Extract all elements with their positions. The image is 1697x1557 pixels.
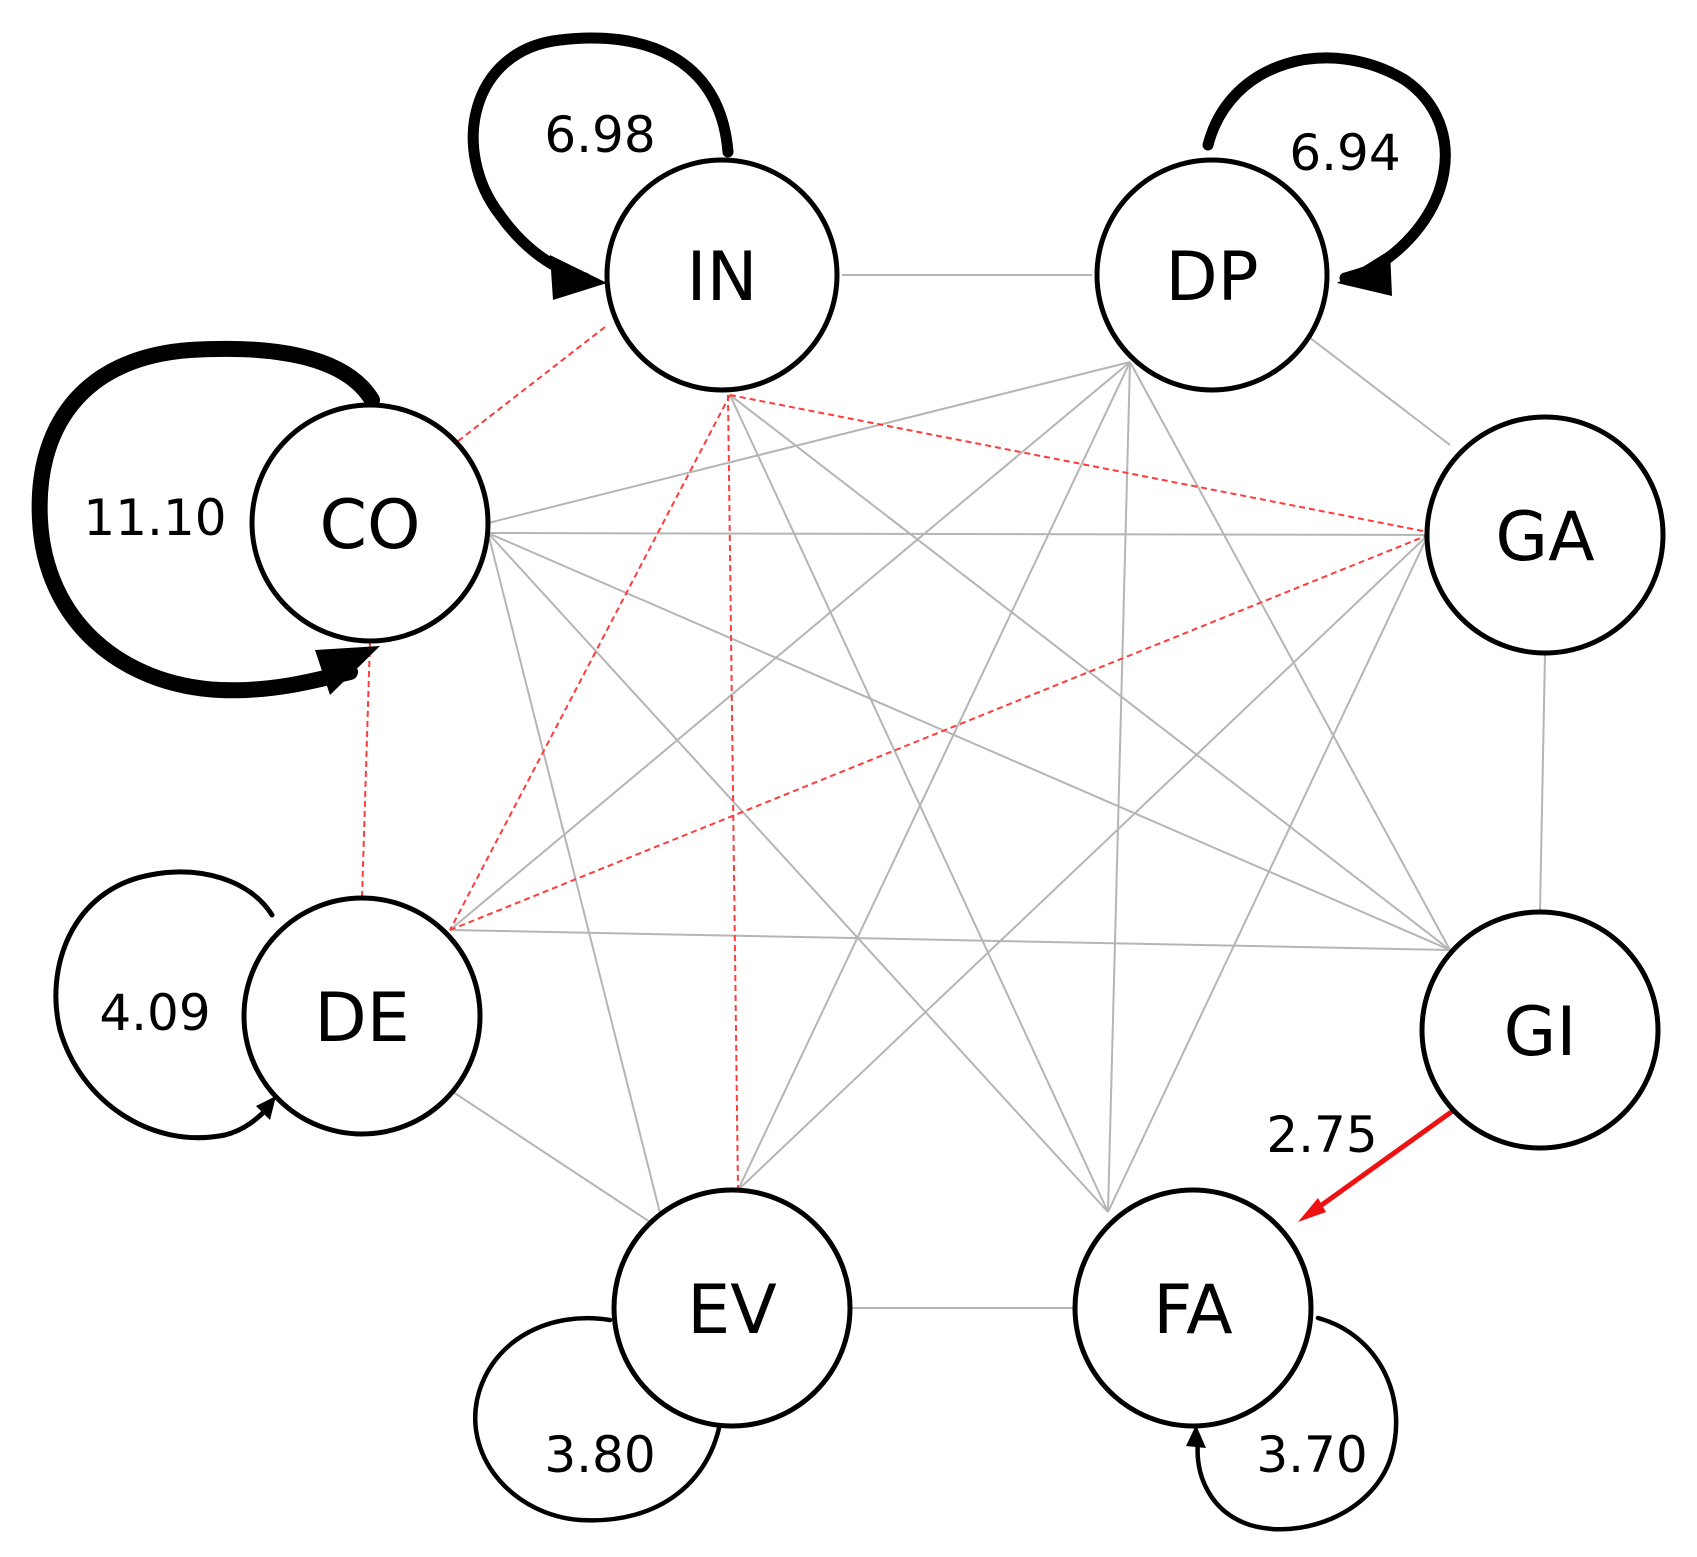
edge-co-ev: [487, 532, 661, 1214]
node-de[interactable]: DE: [241, 895, 483, 1137]
node-gi-label: GI: [1504, 993, 1577, 1072]
node-in[interactable]: IN: [604, 157, 840, 393]
dashed-edge-co-de: [361, 640, 371, 899]
node-fa[interactable]: FA: [1072, 1187, 1314, 1429]
edges-layer: [361, 274, 1546, 1309]
nodes: IN DP CO GA DE GI EV FA: [241, 157, 1666, 1429]
self-loop-fa-label: 3.70: [1256, 1426, 1367, 1484]
edge-co-gi: [487, 532, 1451, 951]
edge-ga-ev: [737, 534, 1429, 1191]
node-co[interactable]: CO: [249, 402, 491, 644]
node-in-circle: [604, 157, 840, 393]
self-loop-co-label: 11.10: [83, 489, 226, 547]
self-loop-in: 6.98: [467, 32, 734, 300]
edge-dp-co: [487, 361, 1131, 524]
edge-ga-fa: [1107, 534, 1429, 1213]
dashed-edge-de-ga: [449, 534, 1429, 931]
self-loop-co-arc: [31, 340, 380, 699]
node-dp-circle: [1094, 157, 1330, 393]
self-loop-co: 11.10: [31, 340, 380, 699]
dashed-edge-in-ev: [727, 394, 739, 1191]
node-co-label: CO: [319, 486, 420, 565]
self-loop-fa-arrowhead: [1186, 1425, 1206, 1448]
self-loop-de-arrowhead: [256, 1096, 276, 1120]
node-fa-circle: [1072, 1187, 1314, 1429]
node-de-circle: [241, 895, 483, 1137]
self-loop-ev-label: 3.80: [544, 1426, 655, 1484]
self-loop-dp-label: 6.94: [1289, 124, 1400, 182]
node-ev-circle: [611, 1187, 853, 1429]
edge-dp-ga: [1304, 333, 1451, 446]
node-ga-label: GA: [1495, 498, 1594, 577]
directed-edge-gi-fa-label: 2.75: [1266, 1106, 1377, 1164]
self-loop-fa-arc: [1195, 1315, 1399, 1532]
node-gi[interactable]: GI: [1419, 909, 1661, 1151]
edge-in-gi: [729, 394, 1451, 951]
dashed-edge-in-ga: [729, 394, 1429, 533]
edge-co-ga: [487, 532, 1429, 536]
edge-co-fa: [487, 532, 1109, 1213]
self-loop-dp: 6.94: [1202, 52, 1451, 296]
node-dp[interactable]: DP: [1094, 157, 1330, 393]
node-ev-label: EV: [687, 1271, 776, 1350]
self-loops: 6.98 6.94 11.10 4.09 3.80: [31, 32, 1451, 1532]
self-loop-in-arrowhead: [550, 255, 607, 300]
edge-in-fa: [729, 394, 1109, 1213]
self-loop-de: 4.09: [53, 869, 276, 1141]
self-loop-de-arc: [53, 869, 275, 1141]
node-co-circle: [249, 402, 491, 644]
self-loop-co-arrowhead: [315, 646, 380, 695]
node-ev[interactable]: EV: [611, 1187, 853, 1429]
self-loop-in-label: 6.98: [544, 106, 655, 164]
dashed-edge-in-de: [449, 394, 731, 931]
node-in-label: IN: [687, 238, 758, 317]
self-loop-dp-arrowhead: [1337, 250, 1392, 296]
edge-de-ev: [449, 1089, 651, 1223]
dashed-edge-in-co: [452, 326, 606, 446]
edge-ga-gi: [1539, 652, 1546, 913]
edge-de-gi: [449, 929, 1451, 951]
self-loop-ev-arc: [473, 1315, 725, 1523]
directed-edge-gi-fa-arrowhead: [1298, 1198, 1326, 1222]
self-loop-in-arc: [467, 32, 734, 284]
directed-edge-gi-fa-line: [1310, 1107, 1456, 1215]
edge-dp-gi: [1129, 361, 1451, 951]
node-fa-label: FA: [1153, 1271, 1232, 1350]
edge-dp-de: [449, 361, 1131, 931]
node-dp-label: DP: [1165, 238, 1258, 317]
edge-dp-fa: [1107, 361, 1131, 1213]
node-ga-circle: [1424, 414, 1666, 656]
edge-dp-ev: [737, 361, 1131, 1191]
node-ga[interactable]: GA: [1424, 414, 1666, 656]
directed-edge-gi-fa: 2.75: [1266, 1106, 1456, 1222]
self-loop-fa: 3.70: [1186, 1315, 1399, 1532]
node-de-label: DE: [314, 979, 409, 1058]
self-loop-de-label: 4.09: [99, 984, 210, 1042]
node-gi-circle: [1419, 909, 1661, 1151]
